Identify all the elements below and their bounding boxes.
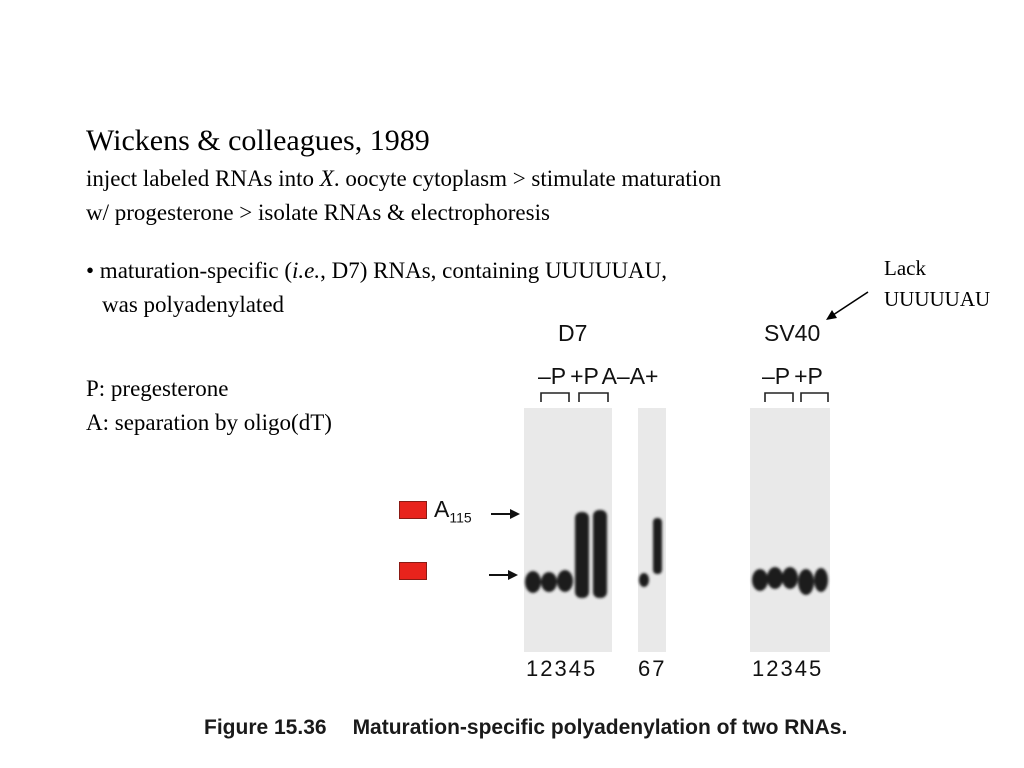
d7-label: D7	[558, 320, 588, 346]
arrow-a115-icon	[491, 509, 520, 519]
subtitle-line-1-pre: inject labeled RNAs into	[86, 166, 320, 191]
arrow-lower-icon	[489, 570, 518, 580]
bullet-line-1-pre: • maturation-specific (	[86, 258, 293, 283]
band-aa-lane6	[639, 573, 649, 587]
bullet-line-2: was polyadenylated	[102, 292, 285, 317]
caption-title: Maturation-specific polyadenylation of t…	[352, 716, 848, 739]
band-sv40-lane5	[814, 568, 828, 592]
bullet-line-1: • maturation-specific (i.e., D7) RNAs, c…	[86, 258, 667, 284]
subtitle-line-1-post: . oocyte cytoplasm > stimulate maturatio…	[333, 166, 722, 191]
bullet-line-1-italic: i.e.	[292, 258, 321, 283]
d7-lane-numbers: 12345	[526, 656, 598, 681]
aa-lane-numbers: 67	[638, 656, 667, 681]
subtitle-line-2: w/ progesterone > isolate RNAs & electro…	[86, 200, 550, 225]
band-sv40-lane4	[798, 569, 814, 595]
band-d7-lane4	[575, 512, 589, 598]
legend-p: P: pregesterone	[86, 376, 229, 401]
marker-red-lower	[399, 562, 427, 580]
legend-a: A: separation by oligo(dT)	[86, 410, 332, 435]
band-label-115: 115	[449, 509, 472, 526]
d7-conditions: –P +P A–A+	[538, 363, 659, 389]
gel-bands	[525, 510, 828, 598]
band-label-a: A	[434, 496, 450, 522]
subtitle-line-1: inject labeled RNAs into X. oocyte cytop…	[86, 166, 721, 192]
marker-red-upper	[399, 501, 427, 519]
sv40-conditions: –P +P	[762, 363, 823, 389]
caption-number: Figure 15.36	[204, 716, 327, 739]
sv40-brackets	[764, 392, 829, 402]
subtitle-line-1-italic: X	[319, 166, 334, 191]
band-sv40-lane2	[767, 567, 783, 589]
band-sv40-lane1	[752, 569, 768, 591]
band-sv40-lane3	[782, 567, 798, 589]
sv40-lane-numbers: 12345	[752, 656, 824, 681]
figure-caption: Figure 15.36 Maturation-specific polyaden…	[204, 716, 847, 740]
slide-title: Wickens & colleagues, 1989	[86, 124, 430, 157]
band-d7-lane1	[525, 571, 541, 593]
band-label-a115: A115	[434, 496, 472, 526]
gel-panel-sv40	[750, 408, 830, 652]
band-d7-lane5	[593, 510, 607, 598]
band-d7-lane3	[557, 570, 573, 592]
sv40-label: SV40	[764, 320, 821, 346]
annotation-lack: Lack	[884, 256, 926, 280]
band-d7-lane2	[541, 572, 557, 592]
band-aa-lane7	[653, 518, 662, 574]
bullet-line-1-post: , D7) RNAs, containing UUUUUAU,	[320, 258, 668, 283]
annotation-arrow-icon	[826, 291, 869, 320]
d7-brackets	[540, 392, 609, 402]
annotation-sequence: UUUUUAU	[884, 287, 991, 311]
